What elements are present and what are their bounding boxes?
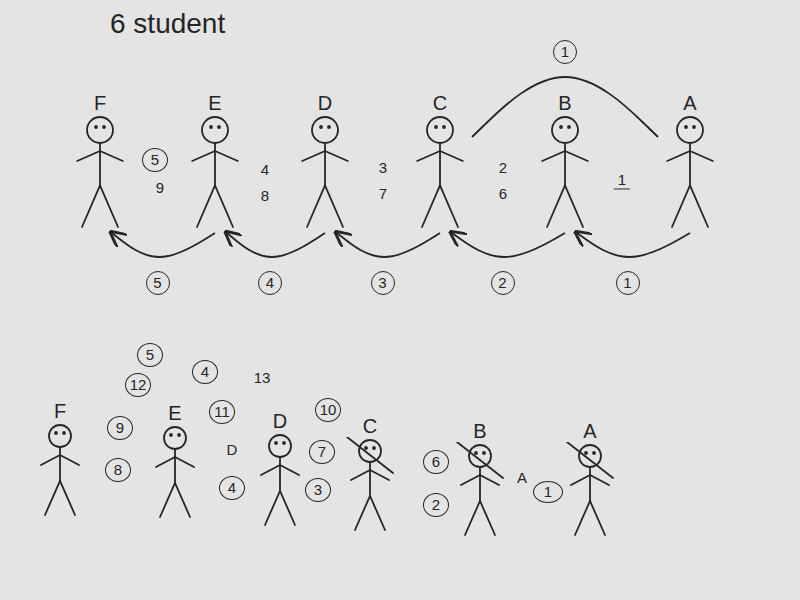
count-number: D — [227, 441, 238, 459]
student-letter: D — [255, 410, 305, 432]
stick-figure — [150, 424, 200, 519]
step-number: 1 — [553, 40, 577, 64]
stick-figure — [35, 422, 85, 517]
student-figure: A — [660, 92, 720, 229]
handshake-arrow — [337, 233, 440, 257]
title: 6 student — [110, 8, 225, 40]
count-number: 1 — [614, 171, 630, 190]
student-letter: B — [535, 92, 595, 114]
student-figure: D — [255, 410, 305, 527]
circled-count: 10 — [315, 398, 341, 422]
stick-figure — [535, 114, 595, 229]
circled-count: 4 — [192, 360, 218, 384]
student-figure: B — [455, 420, 505, 537]
stick-figure — [455, 442, 505, 537]
count-number: 6 — [499, 185, 507, 203]
stick-figure — [295, 114, 355, 229]
count-number: 2 — [499, 159, 507, 177]
step-number: 3 — [371, 271, 395, 295]
step-number: 4 — [258, 271, 282, 295]
circled-count: 1 — [533, 481, 563, 503]
handshake-arrow — [112, 233, 215, 257]
circled-count: 5 — [142, 148, 168, 172]
count-number: 9 — [156, 179, 164, 197]
stick-figure — [565, 442, 615, 537]
circled-count: 7 — [309, 440, 335, 464]
handshake-arrow — [227, 233, 325, 257]
step-number: 1 — [616, 271, 640, 295]
student-figure: E — [185, 92, 245, 229]
student-figure: F — [70, 92, 130, 229]
stick-figure — [345, 437, 395, 532]
student-letter: F — [70, 92, 130, 114]
circled-count: 4 — [219, 476, 245, 500]
stick-figure — [660, 114, 720, 229]
student-figure: C — [410, 92, 470, 229]
circled-count: 11 — [209, 400, 235, 424]
count-number: 7 — [379, 185, 387, 203]
student-letter: B — [455, 420, 505, 442]
circled-count: 3 — [305, 478, 331, 502]
student-figure: F — [35, 400, 85, 517]
circled-count: 6 — [423, 450, 449, 474]
cross-out-mark — [347, 437, 393, 473]
student-letter: A — [660, 92, 720, 114]
student-letter: D — [295, 92, 355, 114]
student-figure: E — [150, 402, 200, 519]
student-letter: E — [150, 402, 200, 424]
step-number: 2 — [491, 271, 515, 295]
count-number: 13 — [254, 369, 271, 387]
count-number: 8 — [261, 187, 269, 205]
count-number: A — [517, 469, 527, 487]
student-letter: C — [410, 92, 470, 114]
handshake-arrow — [452, 233, 565, 257]
student-figure: A — [565, 420, 615, 537]
student-letter: E — [185, 92, 245, 114]
circled-count: 2 — [423, 493, 449, 517]
student-figure: D — [295, 92, 355, 229]
circled-count: 5 — [137, 343, 163, 367]
stick-figure — [185, 114, 245, 229]
handshake-arrow — [577, 233, 690, 257]
pairing-arc — [472, 77, 658, 137]
stick-figure — [410, 114, 470, 229]
cross-out-mark — [457, 442, 503, 478]
cross-out-mark — [567, 442, 613, 478]
step-number: 5 — [146, 271, 170, 295]
circled-count: 12 — [125, 373, 151, 397]
student-letter: A — [565, 420, 615, 442]
student-letter: F — [35, 400, 85, 422]
stick-figure — [70, 114, 130, 229]
circled-count: 8 — [105, 458, 131, 482]
student-figure: B — [535, 92, 595, 229]
circled-count: 9 — [107, 416, 133, 440]
stick-figure — [255, 432, 305, 527]
count-number: 3 — [379, 159, 387, 177]
student-figure: C — [345, 415, 395, 532]
count-number: 4 — [261, 161, 269, 179]
student-letter: C — [345, 415, 395, 437]
